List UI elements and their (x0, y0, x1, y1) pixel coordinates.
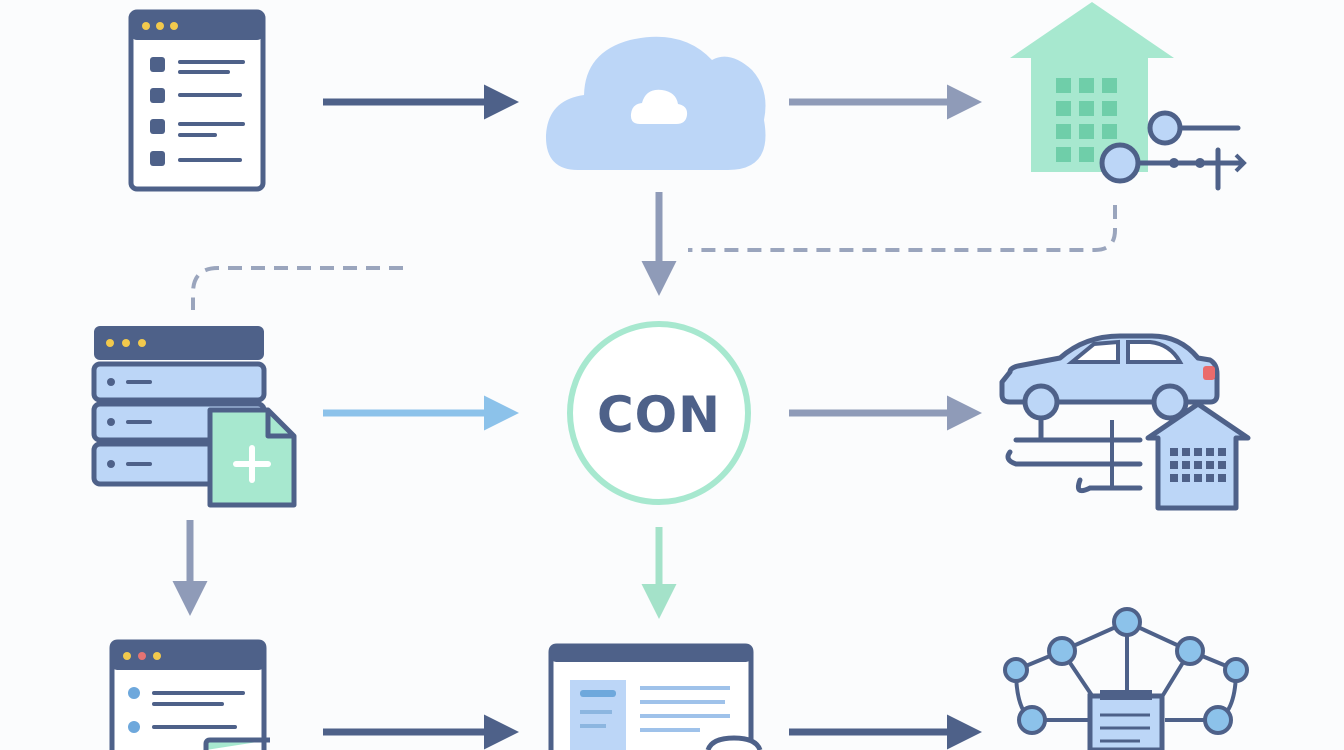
database-server-icon (91, 326, 297, 508)
dashboard-window-icon (548, 643, 763, 750)
dashed-connector-smart-home-to-hub (688, 205, 1117, 252)
building-icon (1145, 401, 1251, 511)
pipes-icon (1005, 420, 1143, 494)
add-file-icon (207, 407, 297, 508)
document-list-icon (128, 9, 266, 192)
car-icon (999, 333, 1220, 421)
cloud-icon (545, 36, 766, 171)
network-graph-icon (1003, 607, 1249, 750)
car-building-icon (999, 333, 1251, 511)
dashed-connector-database (191, 266, 403, 310)
hub-node: CON (567, 321, 751, 505)
key-connector-icon (1099, 110, 1247, 191)
smart-home-icon (1010, 2, 1247, 191)
hub-label: CON (597, 386, 721, 444)
form-window-icon (109, 639, 270, 750)
